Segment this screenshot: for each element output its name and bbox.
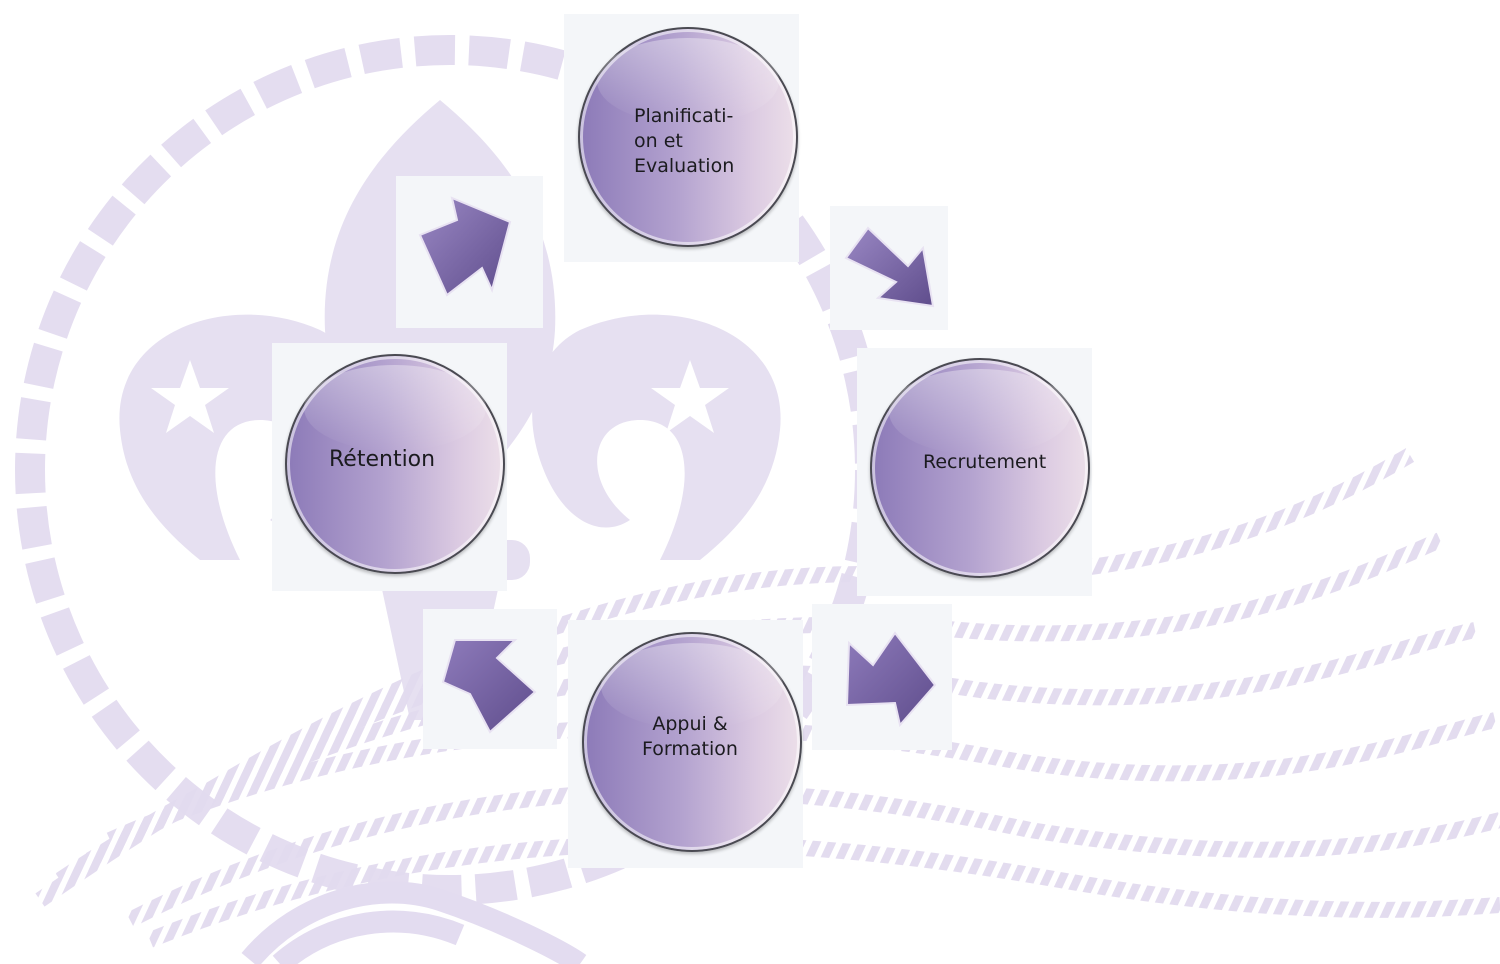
star-icon [151,360,729,433]
node-recrutement-circle [870,358,1090,578]
cycle-arrow-icon [412,190,522,300]
node-planification-label: Planificati- on et Evaluation [634,105,735,177]
node-planification-circle [578,27,798,247]
node-appui-label: Appui & Formation [642,713,738,760]
node-retention-label: Rétention [329,447,436,472]
cycle-arrow-icon [835,625,945,735]
rope-knot [241,881,587,964]
node-recrutement-label: Recrutement [923,451,1047,473]
node-appui-circle [582,632,802,852]
cycle-arrow-icon [838,218,948,328]
node-retention-circle [285,354,505,574]
cycle-arrow-icon [435,632,545,742]
